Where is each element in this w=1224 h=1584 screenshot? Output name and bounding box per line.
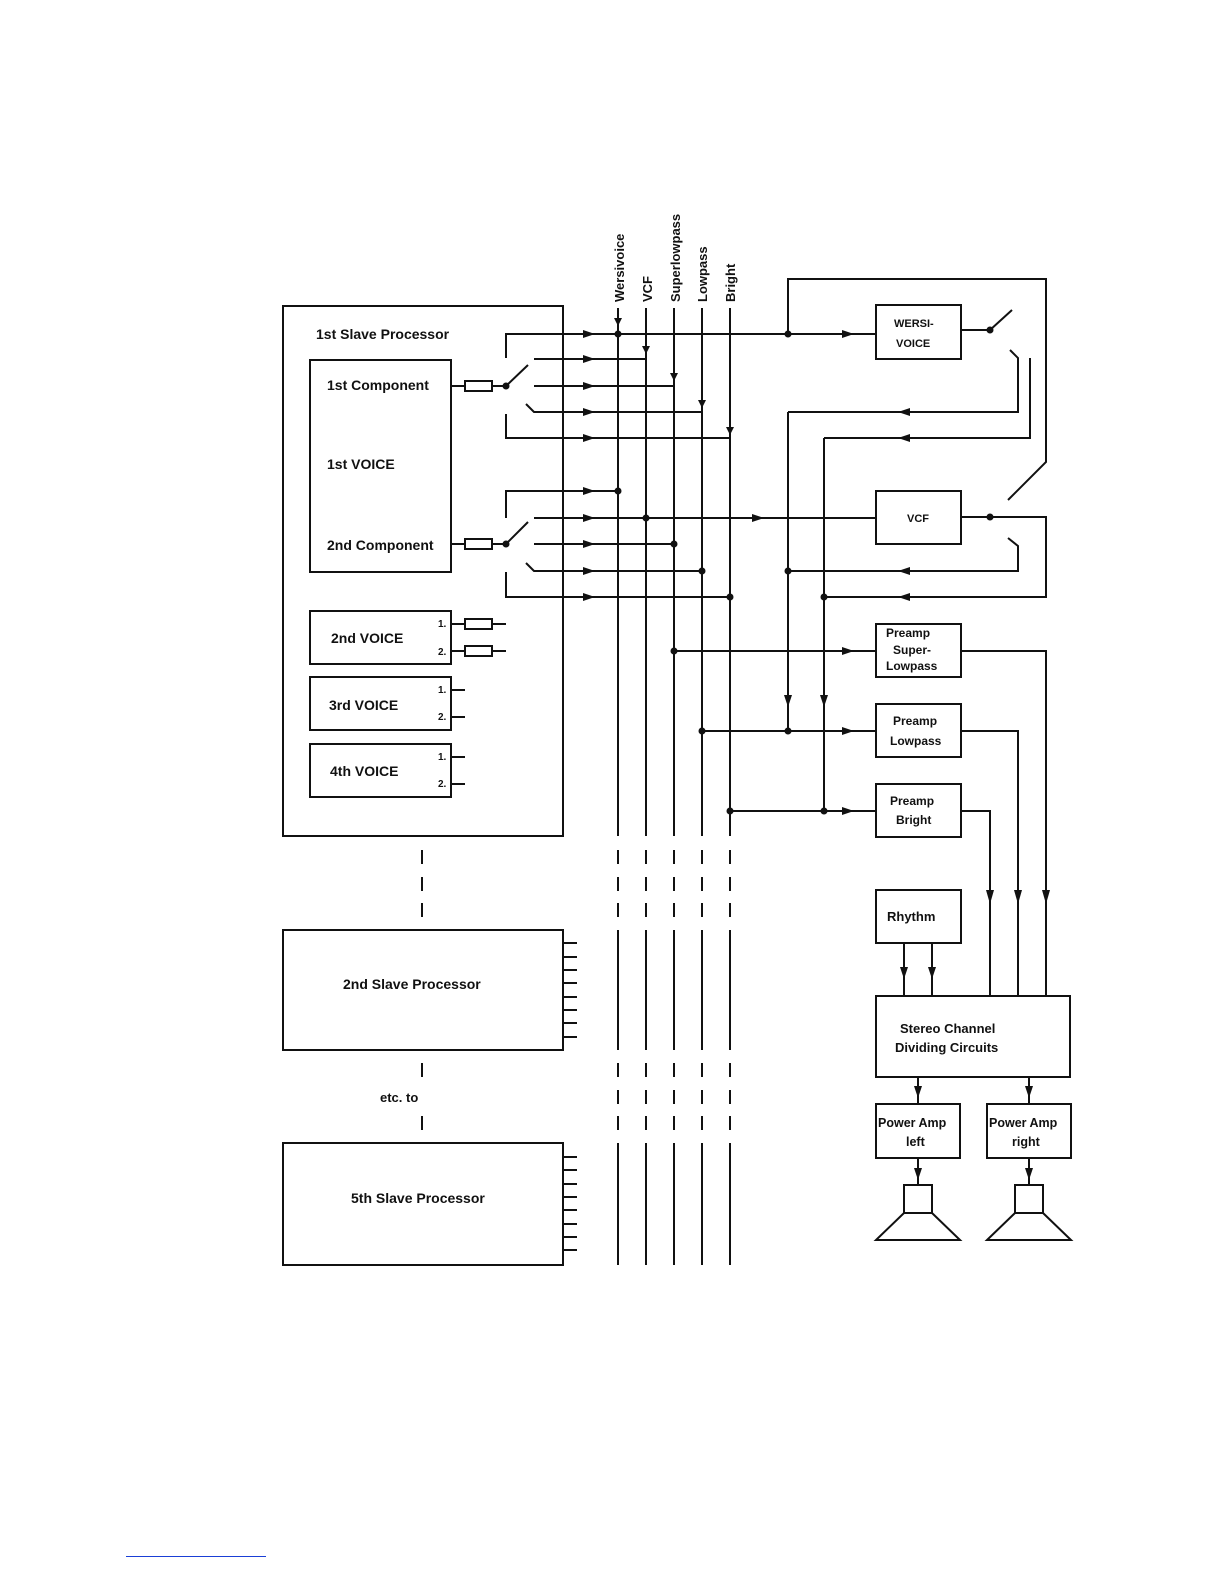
voice-4-out-1: 1. — [438, 752, 447, 763]
switch-icon — [505, 521, 529, 545]
preamp-lowpass-block: Preamp Lowpass — [698, 703, 1019, 996]
power-amp-right-block: Power Amp right — [986, 1103, 1072, 1185]
stereo-channel-label-2: Dividing Circuits — [895, 1040, 998, 1055]
rhythm-block: Rhythm — [875, 889, 962, 996]
resistor-icon — [464, 538, 493, 550]
voice-4-box — [309, 743, 452, 798]
footnote-rule — [126, 1556, 266, 1557]
wersi-voice-block: WERSI- VOICE — [784, 278, 1047, 811]
component-1-label: 1st Component — [327, 377, 429, 393]
bus-labels: Wersivoice VCF Superlowpass Lowpass Brig… — [612, 214, 738, 302]
preamp-lowpass-label-1: Preamp — [893, 714, 937, 728]
speaker-left-icon — [873, 1184, 963, 1241]
preamp-superlowpass-label-2: Super- — [893, 643, 931, 657]
wersi-voice-label-2: VOICE — [896, 338, 930, 350]
voice-3-box — [309, 676, 452, 731]
power-amp-right-label-1: Power Amp — [989, 1116, 1058, 1130]
vcf-block: VCF — [784, 490, 1047, 707]
bus-label-bright: Bright — [723, 263, 738, 302]
preamp-bright-label-2: Bright — [896, 813, 931, 827]
vcf-box-label: VCF — [907, 513, 929, 525]
preamp-superlowpass-block: Preamp Super- Lowpass — [670, 623, 1047, 996]
stereo-input-arrows — [986, 890, 1050, 904]
voice-2-box — [309, 610, 452, 665]
component-1-routing — [451, 330, 876, 442]
bus-label-lowpass: Lowpass — [695, 246, 710, 302]
speaker-right-icon — [984, 1184, 1074, 1241]
component-2-routing — [451, 487, 876, 601]
slave-processor-1-title: 1st Slave Processor — [316, 326, 450, 342]
voice-3-out-2: 2. — [438, 712, 447, 723]
component-2-label: 2nd Component — [327, 537, 434, 553]
voice-1-label: 1st VOICE — [327, 456, 395, 472]
bus-label-vcf: VCF — [640, 276, 655, 302]
voice-2-out-1: 1. — [438, 619, 447, 630]
power-amp-left-label-2: left — [906, 1135, 926, 1149]
bus-label-superlowpass: Superlowpass — [668, 214, 683, 302]
resistor-icon — [464, 645, 493, 657]
voice-3-label: 3rd VOICE — [329, 697, 398, 713]
preamp-lowpass-label-2: Lowpass — [890, 734, 942, 748]
switch-icon — [989, 309, 1013, 331]
preamp-bright-label-1: Preamp — [890, 794, 934, 808]
preamp-bright-block: Preamp Bright — [726, 783, 991, 996]
power-amp-left-block: Power Amp left — [875, 1103, 961, 1185]
stereo-channel-block: Stereo Channel Dividing Circuits — [875, 995, 1071, 1104]
bus-dashes — [617, 850, 731, 1265]
slave-processor-5: 5th Slave Processor — [282, 1142, 577, 1266]
slave-processor-2: 2nd Slave Processor — [282, 929, 577, 1051]
voice-2-out-2: 2. — [438, 647, 447, 658]
power-amp-right-label-2: right — [1012, 1135, 1041, 1149]
resistor-icon — [464, 380, 493, 392]
voice-1-box — [309, 359, 452, 573]
preamp-superlowpass-label-3: Lowpass — [886, 659, 938, 673]
bus-label-wersivoice: Wersivoice — [612, 234, 627, 302]
voice-3-out-1: 1. — [438, 685, 447, 696]
slave-processor-5-title: 5th Slave Processor — [351, 1190, 485, 1206]
switch-icon — [505, 364, 529, 387]
voice-2-label: 2nd VOICE — [331, 630, 403, 646]
etc-to-label: etc. to — [380, 1090, 418, 1105]
preamp-superlowpass-label-1: Preamp — [886, 626, 930, 640]
stereo-channel-label-1: Stereo Channel — [900, 1021, 995, 1036]
resistor-icon — [464, 618, 493, 630]
rhythm-label: Rhythm — [887, 909, 935, 924]
voice-4-out-2: 2. — [438, 779, 447, 790]
slave-processor-1: 1st Slave Processor 1st Component 1st VO… — [282, 305, 564, 837]
slave-processor-2-title: 2nd Slave Processor — [343, 976, 481, 992]
power-amp-left-label-1: Power Amp — [878, 1116, 947, 1130]
wersi-voice-label-1: WERSI- — [894, 318, 934, 330]
voice-4-label: 4th VOICE — [330, 763, 398, 779]
